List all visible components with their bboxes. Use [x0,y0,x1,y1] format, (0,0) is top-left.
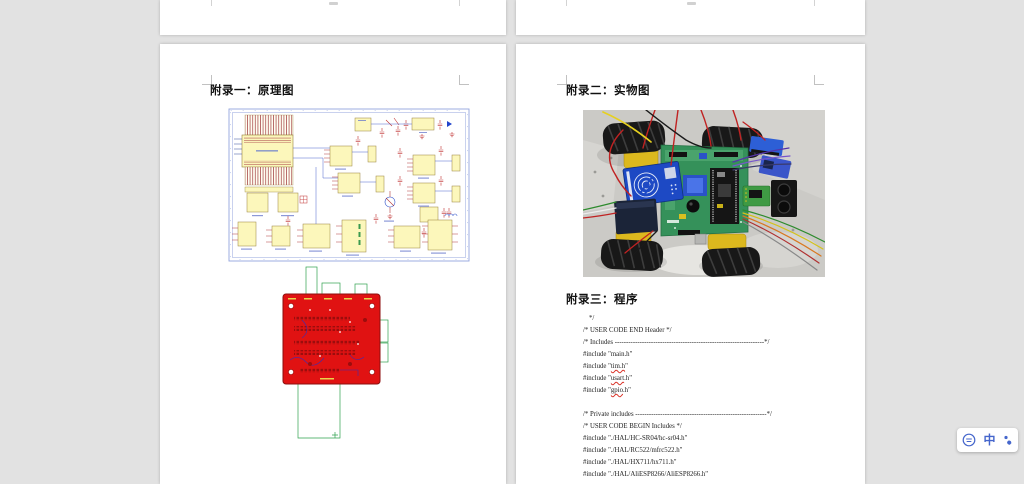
code-line[interactable] [583,397,843,409]
pcb-board [282,293,381,385]
driver-ic-blocks [324,135,461,204]
appendix1-heading[interactable]: 附录一：原理图 [210,85,294,97]
input-method-bar[interactable]: 中 [957,428,1018,452]
code-line[interactable]: #include "gpio.h" [583,387,631,394]
battery-holder [614,198,659,235]
code-line[interactable]: #include "./HAL/HX711/hx711.h" [583,459,677,466]
appendix2-heading[interactable]: 附录二：实物图 [566,85,650,97]
document-page-appendix1[interactable]: 附录一：原理图 [160,44,506,484]
document-page-appendix2-3[interactable]: 附录二：实物图 [516,44,865,484]
margin-corner-mark [557,75,567,85]
margin-tick [814,0,815,6]
robot-car-photo[interactable] [583,110,825,277]
margin-tick [459,0,460,6]
margin-tick [211,0,212,6]
input-method-logo-icon[interactable] [962,433,976,447]
keyboard-options-icon[interactable] [1003,434,1013,446]
code-line[interactable]: /* USER CODE BEGIN Includes */ [583,423,682,430]
code-block[interactable]: */ /* USER CODE END Header */ /* Includes … [583,313,843,481]
mcu-pin-header-top [244,114,294,136]
pcb-layout-figure[interactable] [280,260,392,442]
margin-corner-mark [459,75,469,85]
main-green-board [660,144,749,245]
usb-ttl-module [742,185,771,207]
mcu-pin-header-bottom [244,166,294,193]
appendix3-heading[interactable]: 附录三：程序 [566,294,638,306]
ultrasonic-sensor [771,180,797,217]
wires [583,110,825,271]
mcu-block [234,134,294,168]
mcu-module [710,168,739,224]
code-line[interactable]: /* Private includes --------------------… [583,411,772,418]
previous-page-left[interactable] [160,0,506,35]
page-footer-mark [687,2,696,5]
code-line[interactable]: #include "./HAL/RC522/mfrc522.h" [583,447,683,454]
code-line[interactable]: #include "./HAL/AliESP8266/AliESP8266.h" [583,471,709,478]
previous-page-right[interactable] [516,0,865,35]
code-line[interactable]: #include "tim.h" [583,363,628,370]
margin-corner-mark [814,75,824,85]
circuit-schematic-figure[interactable] [228,108,470,262]
component-labels [241,120,446,256]
code-line[interactable]: #include "main.h" [583,351,633,358]
code-line[interactable]: /* Includes ----------------------------… [583,339,770,346]
code-line[interactable]: #include "./HAL/HC-SR04/hc-sr04.h" [583,435,688,442]
code-line[interactable]: /* USER CODE END Header */ [583,327,672,334]
peripheral-blocks [232,213,458,253]
margin-corner-mark [202,75,212,85]
rfid-module [622,161,684,207]
margin-tick [566,0,567,6]
code-line[interactable]: */ [589,315,595,322]
page-footer-mark [329,2,338,5]
code-line[interactable]: #include "usart.h" [583,375,632,382]
ime-mode-toggle[interactable]: 中 [983,433,996,447]
